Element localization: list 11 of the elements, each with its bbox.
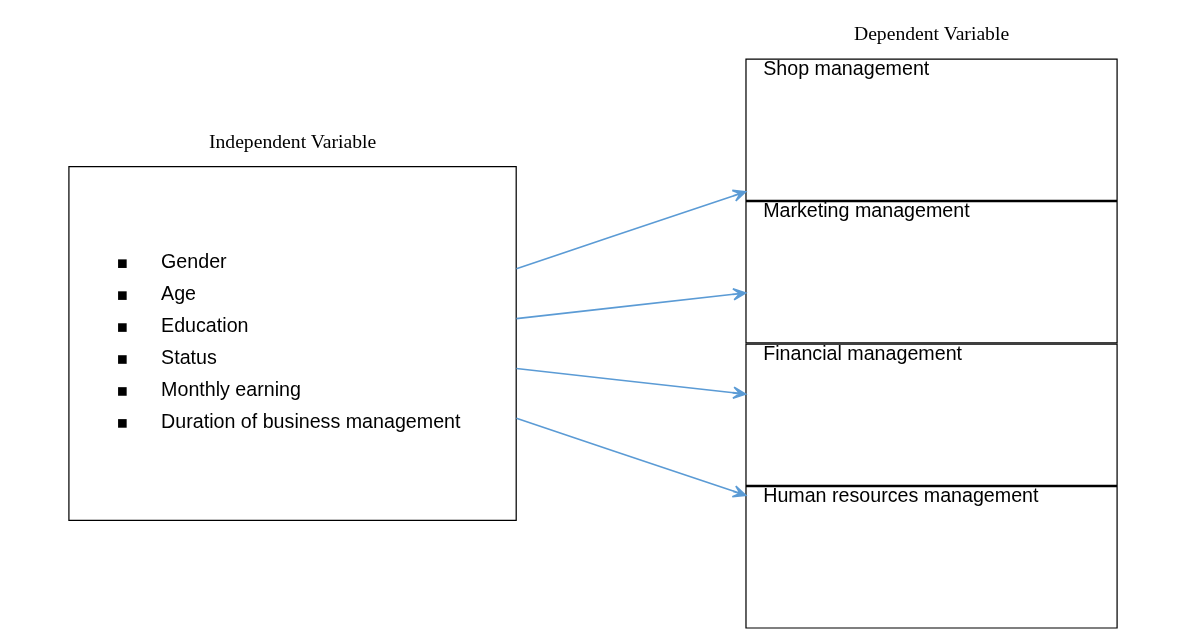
- node-box: Gender Age Education Status Monthly earning Duration of business management: [67, 165, 517, 522]
- node-box: Financial management: [744, 343, 1118, 487]
- arrow: [515, 417, 747, 498]
- node-box: Marketing management: [744, 201, 1118, 344]
- label: Dependent Variable: [853, 21, 1009, 44]
- arrow: [515, 367, 747, 400]
- node-box: Shop management: [744, 58, 1118, 201]
- arrow: [515, 288, 747, 320]
- label: Independent Variable: [208, 129, 376, 152]
- node-box: Human resources management: [744, 486, 1118, 629]
- arrow: [515, 189, 747, 270]
